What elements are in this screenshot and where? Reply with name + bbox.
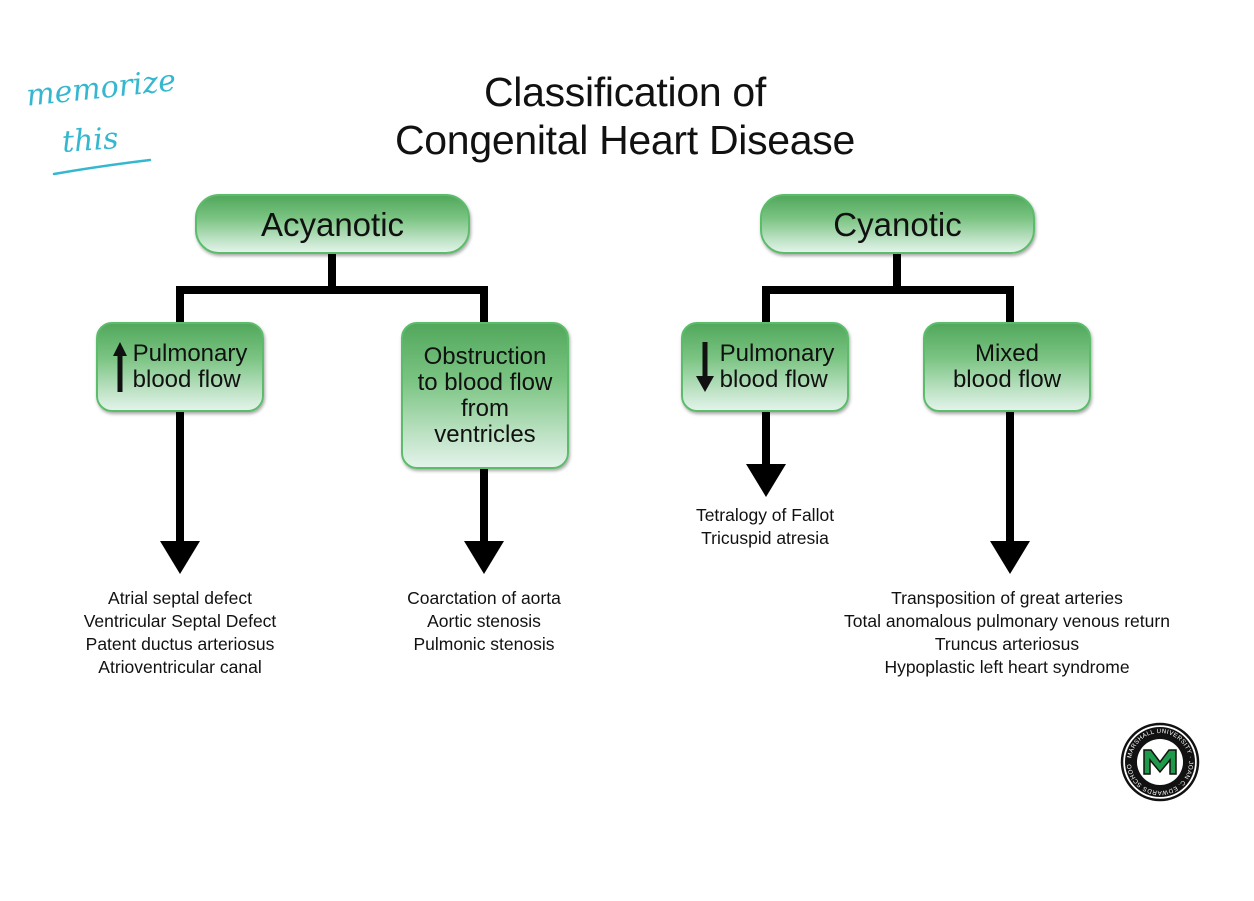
decreased-flow-line2: blood flow bbox=[719, 366, 828, 393]
mixed-flow-examples: Transposition of great arteries Total an… bbox=[812, 587, 1202, 679]
mixed-line1: Mixed bbox=[974, 340, 1039, 367]
list-item: Hypoplastic left heart syndrome bbox=[884, 657, 1130, 677]
title-line2: Congenital Heart Disease bbox=[395, 117, 855, 163]
list-item: Total anomalous pulmonary venous return bbox=[844, 611, 1170, 631]
list-item: Patent ductus arteriosus bbox=[85, 634, 275, 654]
increased-flow-line2: blood flow bbox=[132, 366, 241, 393]
obstruction-line2: to blood flow bbox=[417, 368, 553, 396]
list-item: Ventricular Septal Defect bbox=[83, 611, 277, 631]
obstruction-line1: Obstruction bbox=[423, 342, 547, 370]
list-item: Tricuspid atresia bbox=[701, 528, 829, 548]
increased-flow-examples: Atrial septal defect Ventricular Septal … bbox=[40, 587, 320, 679]
list-item: Aortic stenosis bbox=[427, 611, 541, 631]
acyanotic-label: Acyanotic bbox=[260, 206, 405, 243]
list-item: Atrioventricular canal bbox=[98, 657, 262, 677]
list-item: Coarctation of aorta bbox=[407, 588, 561, 608]
page-title: Classification of Congenital Heart Disea… bbox=[300, 68, 950, 164]
increased-pulmonary-flow-node: Pulmonary blood flow bbox=[96, 322, 264, 412]
arrowhead-obstruction bbox=[464, 541, 504, 574]
list-item: Atrial septal defect bbox=[108, 588, 252, 608]
title-line1: Classification of bbox=[483, 69, 767, 115]
list-item: Tetralogy of Fallot bbox=[695, 505, 835, 525]
cyanotic-node: Cyanotic bbox=[760, 194, 1035, 254]
mixed-flow-node: Mixed blood flow bbox=[923, 322, 1091, 412]
obstruction-node: Obstruction to blood flow from ventricle… bbox=[401, 322, 569, 469]
mixed-line2: blood flow bbox=[952, 366, 1062, 393]
university-seal-logo: MARSHALL UNIVERSITY · JOAN C. EDWARDS SC… bbox=[1120, 722, 1200, 802]
decreased-flow-examples: Tetralogy of Fallot Tricuspid atresia bbox=[654, 504, 876, 550]
list-item: Transposition of great arteries bbox=[891, 588, 1123, 608]
decreased-flow-line1: Pulmonary bbox=[719, 340, 835, 367]
obstruction-examples: Coarctation of aorta Aortic stenosis Pul… bbox=[354, 587, 614, 656]
acyanotic-node: Acyanotic bbox=[195, 194, 470, 254]
obstruction-line3: from bbox=[460, 394, 509, 422]
obstruction-line4: ventricles bbox=[434, 420, 536, 448]
arrowhead-asd bbox=[160, 541, 200, 574]
decreased-pulmonary-flow-node: Pulmonary blood flow bbox=[681, 322, 849, 412]
cyanotic-label: Cyanotic bbox=[833, 206, 962, 243]
arrowhead-tof bbox=[746, 464, 786, 497]
arrowhead-mixed bbox=[990, 541, 1030, 574]
list-item: Pulmonic stenosis bbox=[413, 634, 555, 654]
up-arrow-icon bbox=[112, 342, 127, 392]
increased-flow-line1: Pulmonary bbox=[132, 340, 248, 367]
list-item: Truncus arteriosus bbox=[934, 634, 1080, 654]
down-arrow-icon bbox=[695, 342, 714, 392]
